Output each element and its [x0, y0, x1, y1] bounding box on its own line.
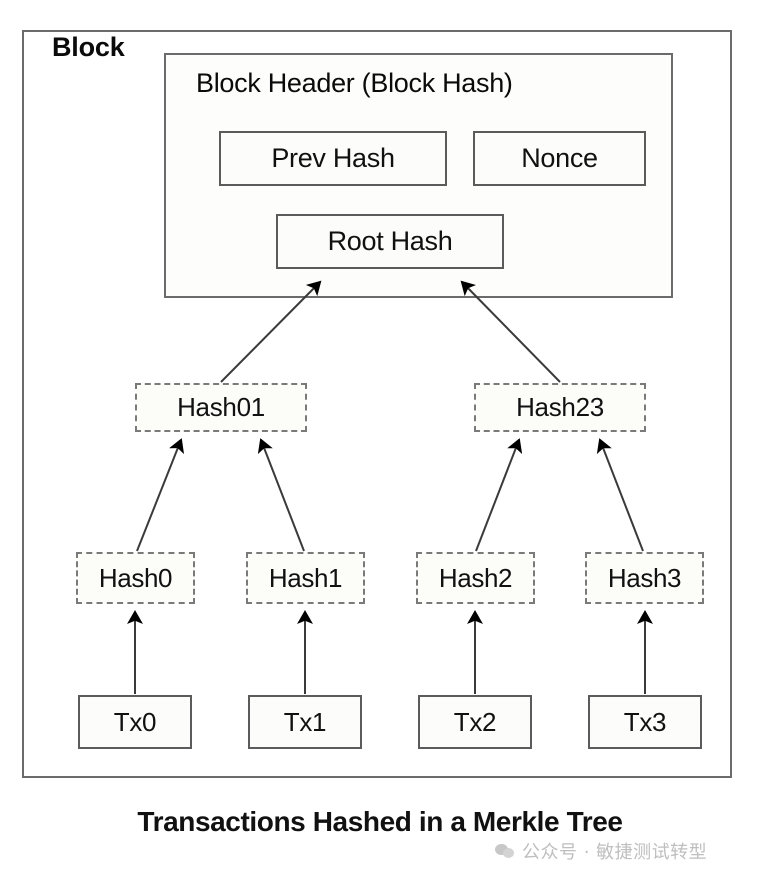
- hash0-label: Hash0: [98, 562, 173, 593]
- tx1-label: Tx1: [283, 706, 327, 737]
- prev-hash-node: Prev Hash: [219, 131, 447, 186]
- root-hash-label: Root Hash: [327, 226, 453, 256]
- tx3-label: Tx3: [623, 706, 667, 737]
- tx1-node: Tx1: [248, 695, 362, 749]
- hash0-node: Hash0: [76, 552, 195, 604]
- hash3-label: Hash3: [607, 562, 682, 593]
- hash1-node: Hash1: [246, 552, 365, 604]
- diagram-caption: Transactions Hashed in a Merkle Tree: [137, 806, 623, 837]
- hash3-node: Hash3: [585, 552, 704, 604]
- nonce-node: Nonce: [473, 131, 646, 186]
- tx2-label: Tx2: [453, 706, 497, 737]
- hash23-node: Hash23: [474, 383, 646, 432]
- tx2-node: Tx2: [418, 695, 532, 749]
- hash1-label: Hash1: [268, 562, 343, 593]
- watermark: 公众号 · 敏捷测试转型: [495, 838, 707, 864]
- block-label: Block: [52, 32, 125, 62]
- hash01-label: Hash01: [177, 392, 265, 422]
- watermark-text: 公众号 · 敏捷测试转型: [522, 842, 708, 863]
- tx0-node: Tx0: [78, 695, 192, 749]
- hash23-label: Hash23: [516, 392, 604, 422]
- hash2-label: Hash2: [438, 562, 513, 593]
- root-hash-node: Root Hash: [276, 214, 504, 269]
- prev-hash-label: Prev Hash: [271, 143, 395, 173]
- block-header-title: Block Header (Block Hash): [196, 68, 513, 98]
- hash2-node: Hash2: [416, 552, 535, 604]
- hash01-node: Hash01: [135, 383, 307, 432]
- tx3-node: Tx3: [588, 695, 702, 749]
- wechat-icon: [495, 843, 515, 859]
- nonce-label: Nonce: [521, 143, 598, 173]
- tx0-label: Tx0: [113, 706, 157, 737]
